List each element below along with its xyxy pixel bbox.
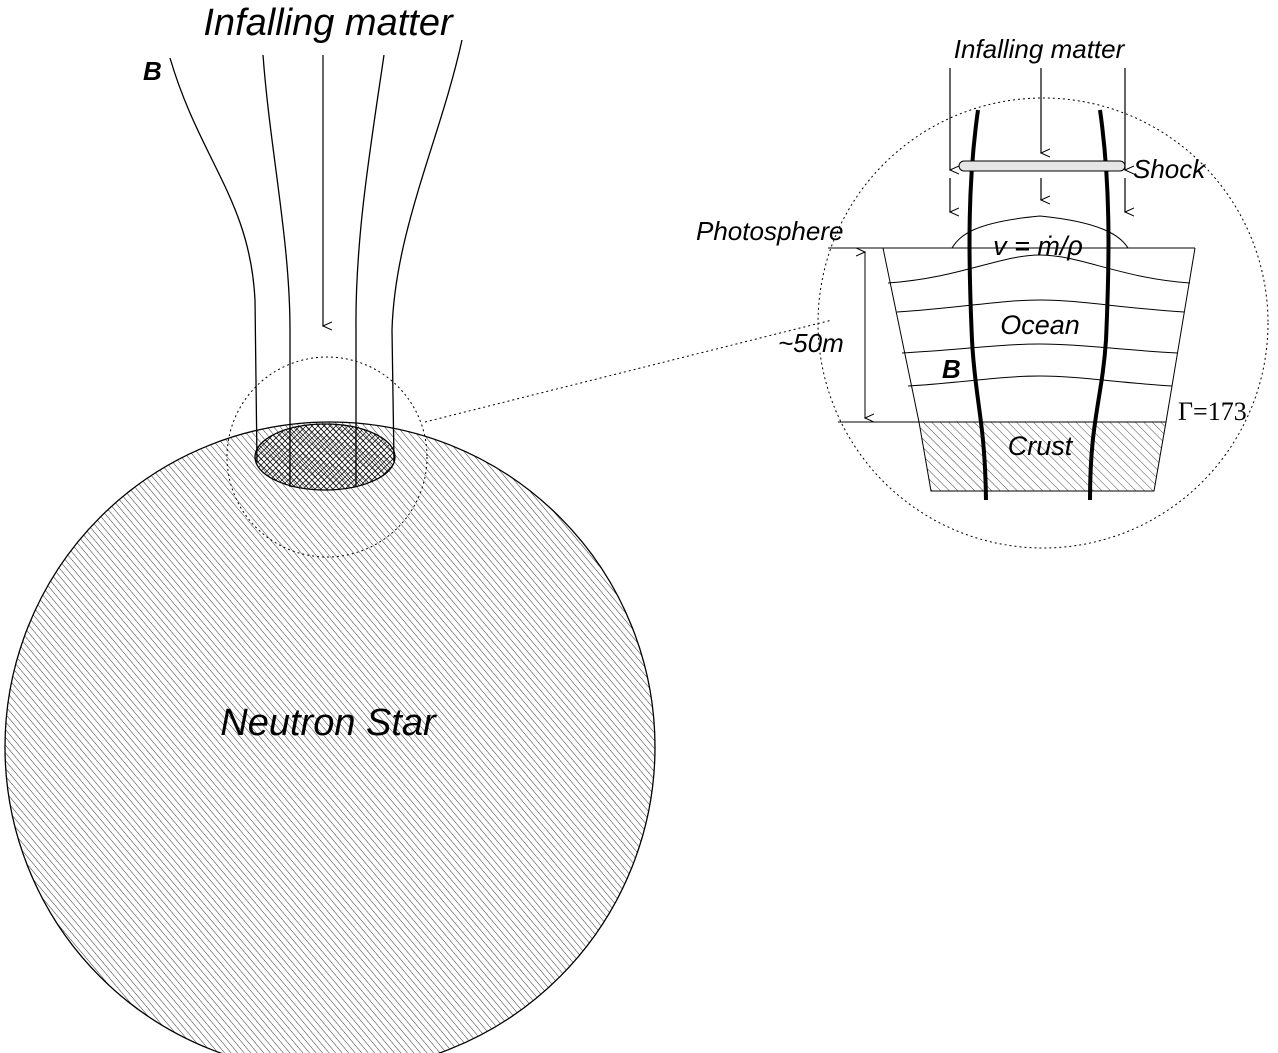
infall-arrows-top [950, 68, 1125, 170]
infall-arrows-bottom [950, 178, 1125, 212]
depth-label: ~50m [778, 328, 844, 358]
neutron-star [4, 421, 656, 1053]
shock-front [958, 160, 1126, 172]
main-view: Infalling matter B Neutron Star [4, 2, 833, 1053]
zoom-view: Infalling matter Shock Photosphere v = ṁ… [696, 34, 1269, 549]
zoom-region-circle [226, 356, 428, 558]
gamma-label: Γ=173 [1178, 397, 1247, 426]
crust-label: Crust [1008, 431, 1074, 461]
zoom-view-circle [817, 97, 1269, 549]
neutron-star-label: Neutron Star [220, 702, 437, 744]
zoom-field-label: B [942, 354, 961, 384]
photosphere-label: Photosphere [696, 216, 843, 246]
polar-cap-hotspot [254, 423, 396, 491]
velocity-label: v = ṁ/ρ [993, 231, 1083, 261]
main-title: Infalling matter [203, 2, 454, 44]
zoom-title: Infalling matter [954, 34, 1126, 64]
depth-dimension [828, 247, 919, 423]
shock-label: Shock [1133, 154, 1207, 184]
ocean-layers [882, 215, 1196, 423]
ocean-label: Ocean [1000, 310, 1080, 340]
main-field-label: B [143, 56, 162, 86]
zoom-connector [424, 319, 833, 423]
field-lines [169, 39, 463, 487]
